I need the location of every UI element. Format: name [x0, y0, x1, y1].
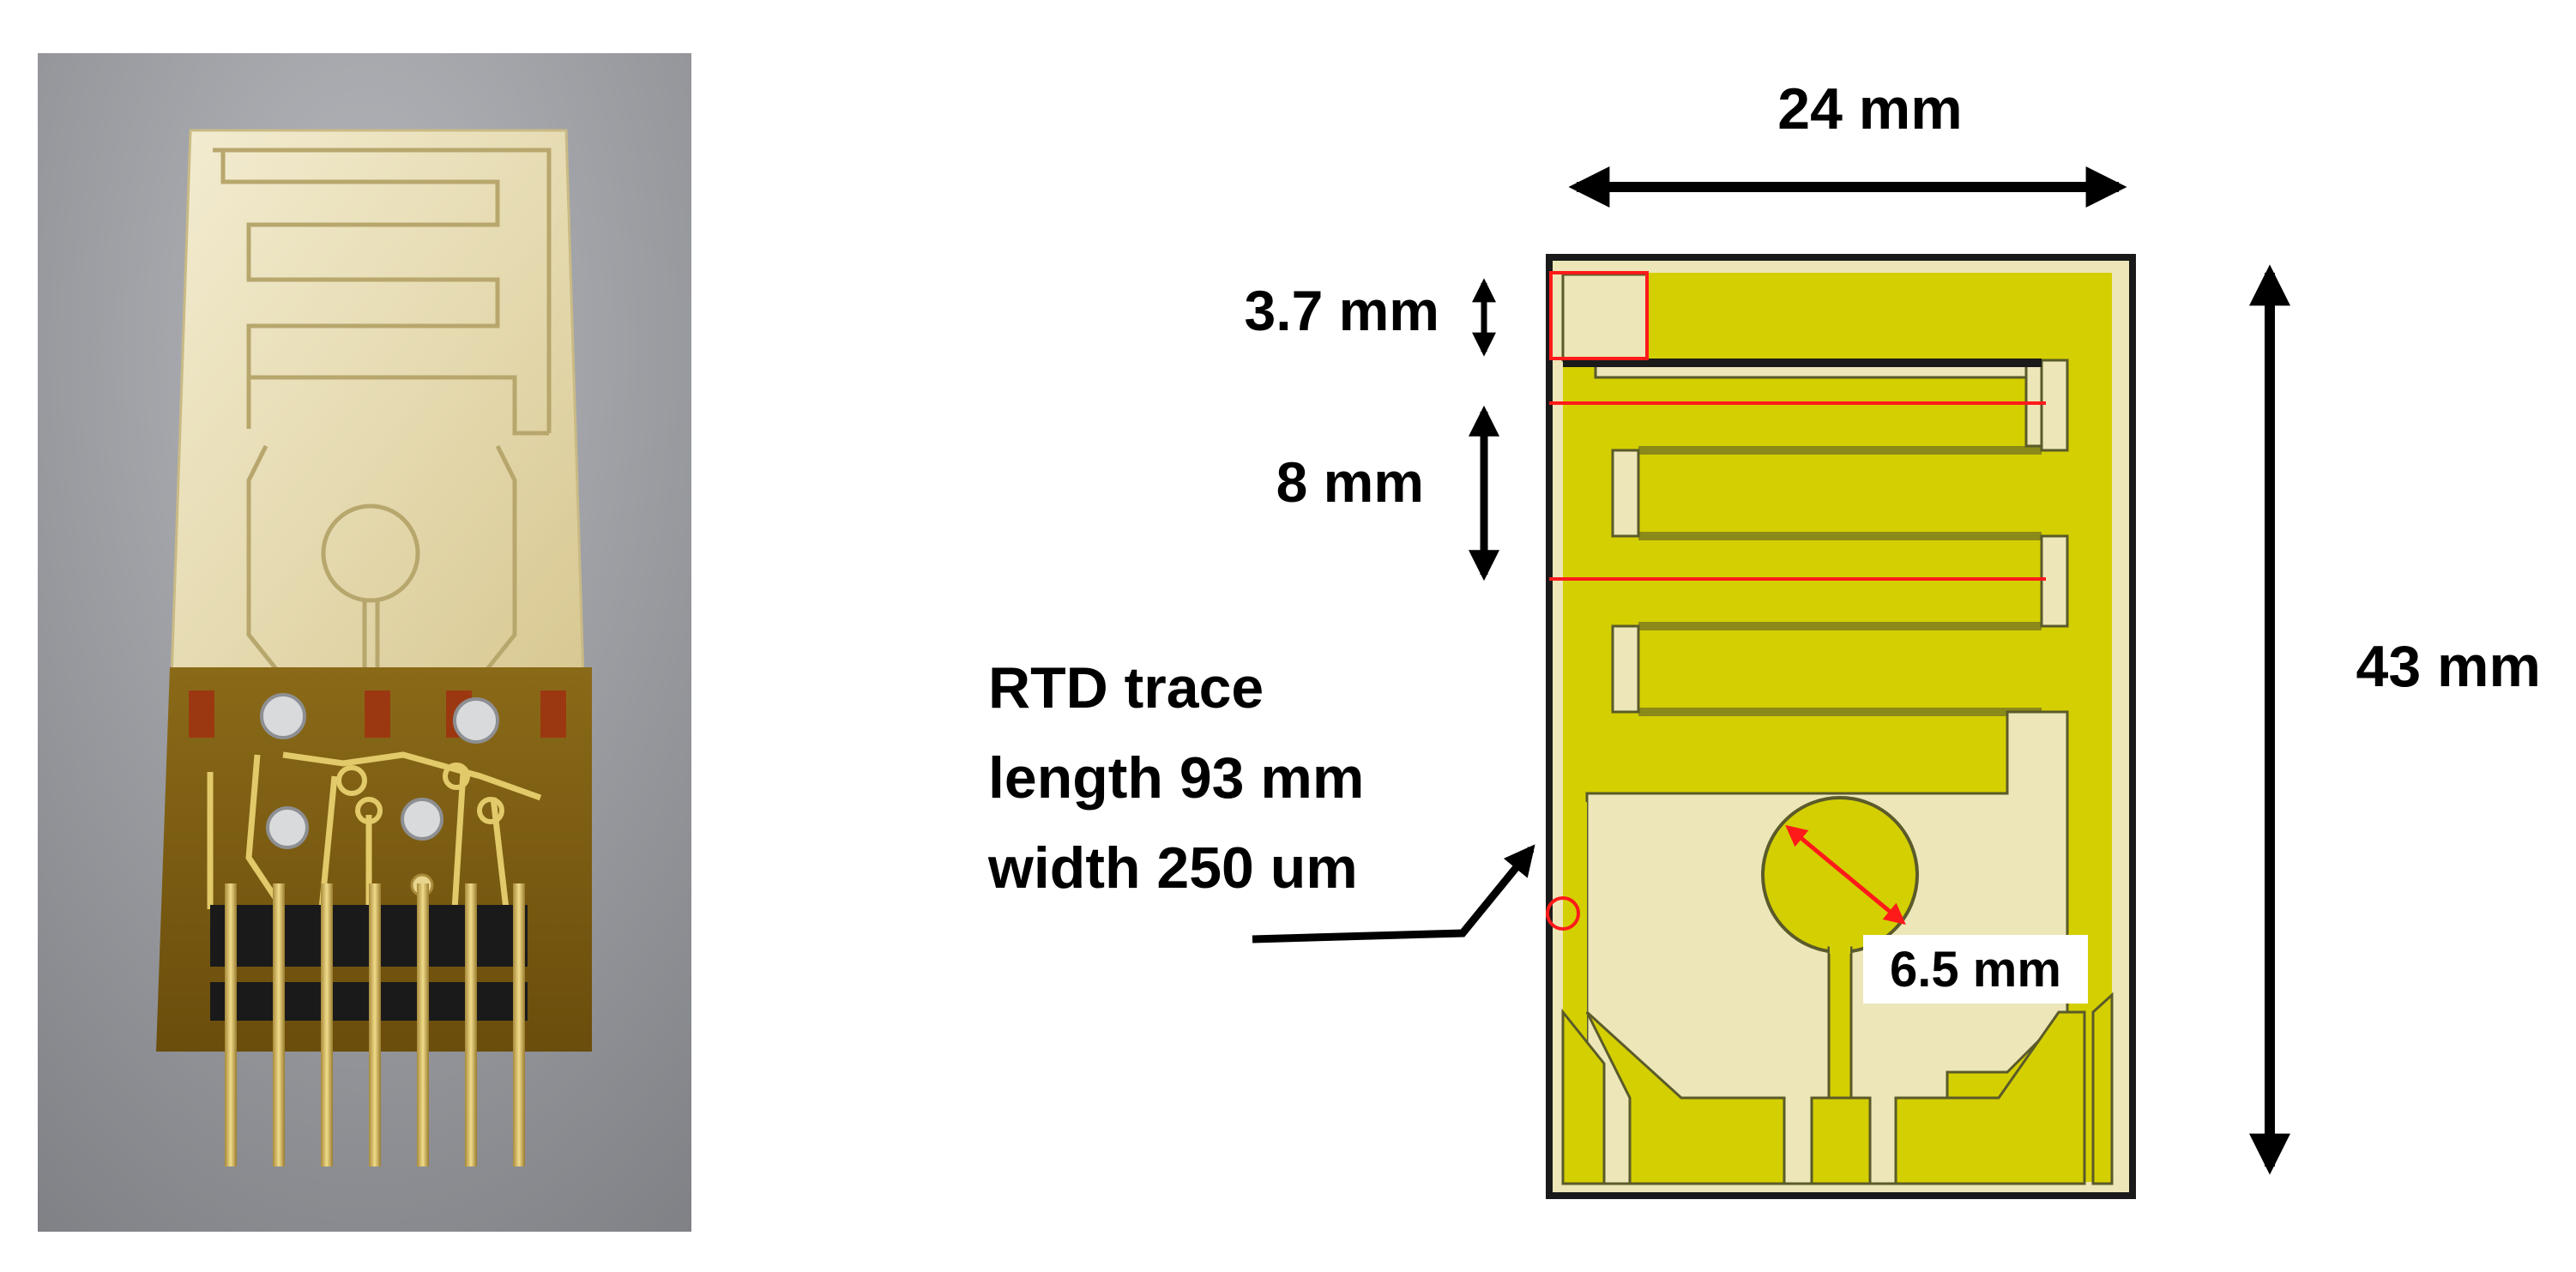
pitch-label: 8 mm: [1276, 450, 1424, 514]
header-pins: [225, 883, 525, 1167]
sensor-film: [170, 129, 585, 679]
circle-label: 6.5 mm: [1890, 942, 2061, 998]
dimension-arrows: [1469, 166, 2290, 1175]
rtd-label-line3: width 250 um: [987, 835, 1358, 901]
serpentine-gaps: [1561, 273, 2062, 448]
serpentine-bars: [1563, 359, 2042, 716]
height-label: 43 mm: [2356, 634, 2541, 699]
red-reference-lines: [1546, 271, 2046, 931]
lead-pads: [1561, 992, 2114, 1185]
serpentine-channels: [1611, 359, 2069, 714]
screw-icon: [260, 693, 499, 897]
width-label: 24 mm: [1777, 76, 1962, 142]
rtd-circle: [1761, 796, 1919, 954]
sensor-schematic: 24 mm 43 mm 3.7 mm 8 mm RTD trace length…: [987, 76, 2541, 1199]
pad-label: 3.7 mm: [1245, 279, 1439, 342]
pcb-board: [156, 667, 592, 1167]
rtd-label-line1: RTD trace: [988, 655, 1264, 720]
rtd-label-line2: length 93 mm: [988, 745, 1364, 811]
sensor-photo: [38, 53, 691, 1232]
circle-label-box: [1863, 935, 2088, 1004]
rtd-pointer: [1252, 844, 1535, 943]
diameter-arrow: [1785, 824, 1906, 925]
